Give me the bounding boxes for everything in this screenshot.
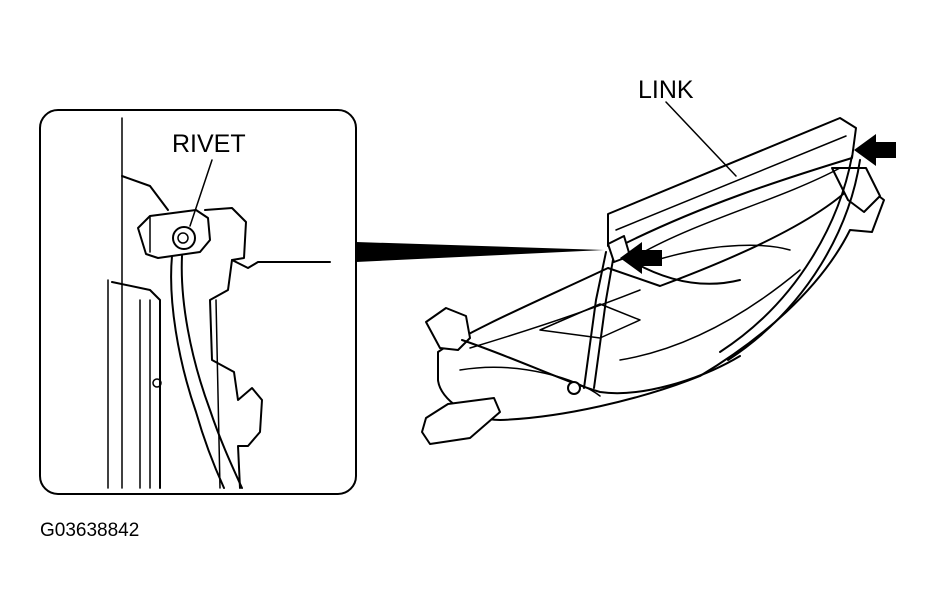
arrow-front-icon [620,242,662,274]
inset-frame [39,109,357,495]
link-leader-line [665,101,737,177]
arrow-rear-icon [854,134,896,166]
callout-pointer [356,242,604,262]
rivet-leader-line [189,159,213,227]
figure-code: G03638842 [40,520,139,541]
sunroof-assembly [421,117,885,445]
link-label: LINK [638,76,694,104]
detail-inset: RIVET [39,109,357,495]
rivet-label: RIVET [172,130,246,158]
rivet-head [172,226,196,250]
inset-panel-structure [107,117,331,489]
